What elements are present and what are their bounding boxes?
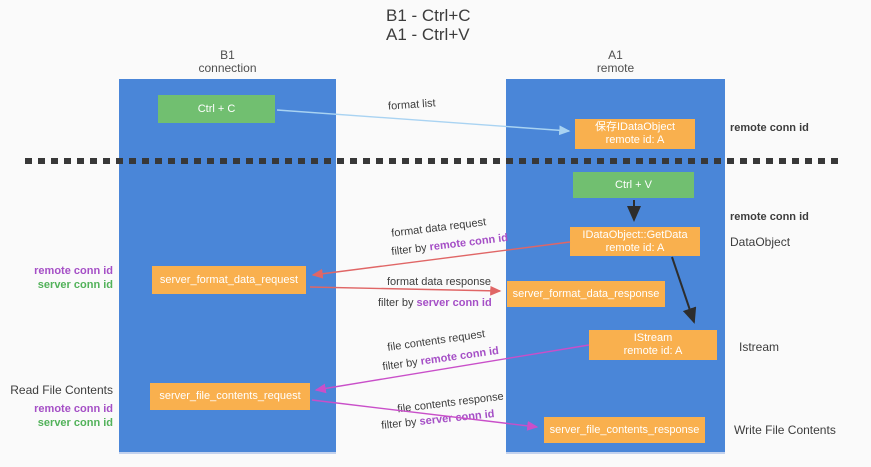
ctrl-c-label: Ctrl + C bbox=[197, 102, 236, 115]
server-format-data-response-node: server_format_data_response bbox=[507, 281, 665, 307]
save-dataobject-line1: 保存IDataObject bbox=[594, 121, 676, 133]
write-file-contents-label: Write File Contents bbox=[734, 423, 836, 437]
diagram-title: B1 - Ctrl+C A1 - Ctrl+V bbox=[386, 6, 471, 44]
right-column-title: A1 bbox=[608, 48, 623, 62]
filter-by-prefix: filter by bbox=[381, 355, 422, 374]
remote-conn-id-text: remote conn id bbox=[428, 231, 509, 254]
filter-by-server-label-1: filter by server conn id bbox=[378, 297, 492, 309]
getdata-line2: remote id: A bbox=[605, 241, 665, 254]
filter-by-prefix: filter by bbox=[380, 415, 421, 432]
istream-line2: remote id: A bbox=[623, 345, 683, 357]
left-remote-conn-id-label-1: remote conn id bbox=[34, 265, 113, 277]
server-file-contents-request-node: server_file_contents_request bbox=[150, 383, 310, 410]
dataobject-label: DataObject bbox=[730, 235, 791, 249]
right-column-subtitle: remote bbox=[596, 61, 635, 75]
server-format-data-request-label: server_format_data_request bbox=[159, 273, 299, 286]
left-conn-id-group-1: remote conn id server conn id bbox=[0, 264, 113, 292]
istream-side-label: Istream bbox=[739, 340, 780, 354]
server-file-contents-response-node: server_file_contents_response bbox=[544, 417, 705, 443]
istream-node: IStream remote id: A bbox=[589, 330, 717, 360]
server-format-data-response-label: server_format_data_response bbox=[512, 287, 660, 300]
read-file-contents-label: Read File Contents bbox=[10, 383, 113, 397]
server-format-data-request-node: server_format_data_request bbox=[152, 266, 306, 294]
getdata-node: IDataObject::GetData remote id: A bbox=[570, 227, 700, 256]
left-column-subtitle: connection bbox=[198, 61, 257, 75]
filter-by-prefix: filter by bbox=[390, 241, 431, 259]
right-column-header: A1 remote bbox=[506, 49, 725, 75]
filter-by-prefix: filter by bbox=[378, 297, 417, 309]
left-remote-conn-id-label-2: remote conn id bbox=[34, 403, 113, 415]
title-line-1: B1 - Ctrl+C bbox=[386, 6, 471, 25]
ctrl-v-label: Ctrl + V bbox=[615, 178, 652, 191]
server-file-contents-request-label: server_file_contents_request bbox=[159, 390, 301, 402]
istream-line1: IStream bbox=[633, 332, 673, 344]
left-server-conn-id-label-1: server conn id bbox=[37, 279, 113, 291]
ctrl-v-node: Ctrl + V bbox=[573, 172, 694, 198]
server-conn-id-text: server conn id bbox=[416, 297, 492, 309]
left-column-header: B1 connection bbox=[119, 49, 336, 75]
remote-conn-id-text: remote conn id bbox=[419, 344, 500, 368]
right-remote-conn-id-label-2: remote conn id bbox=[730, 211, 809, 223]
server-file-contents-response-label: server_file_contents_response bbox=[549, 423, 700, 436]
save-dataobject-node: 保存IDataObject remote id: A bbox=[575, 119, 695, 149]
format-data-response-label: format data response bbox=[387, 276, 491, 288]
left-column-title: B1 bbox=[220, 48, 235, 62]
ctrl-c-node: Ctrl + C bbox=[158, 95, 275, 123]
right-remote-conn-id-label-1: remote conn id bbox=[730, 122, 809, 134]
getdata-line1: IDataObject::GetData bbox=[582, 228, 688, 241]
format-list-label: format list bbox=[387, 97, 437, 113]
dashed-separator bbox=[25, 158, 838, 164]
title-line-2: A1 - Ctrl+V bbox=[386, 25, 470, 44]
left-server-conn-id-label-2: server conn id bbox=[37, 417, 113, 429]
save-dataobject-line2: remote id: A bbox=[605, 134, 665, 146]
left-conn-id-group-2: Read File Contents remote conn id server… bbox=[0, 383, 113, 430]
